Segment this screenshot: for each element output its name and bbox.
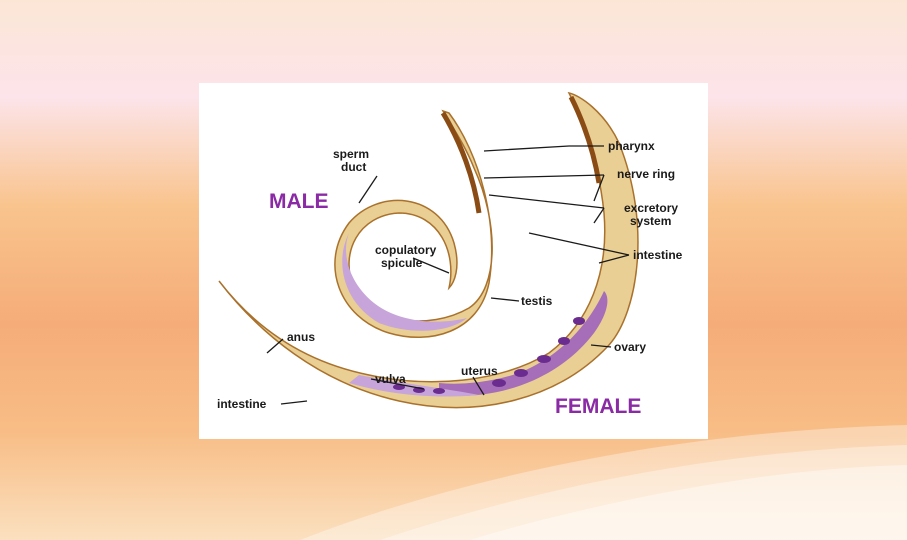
testis-label: testis: [521, 294, 553, 308]
nematode-diagram: MALE FEMALE sperm duct copulatory spicul…: [199, 83, 708, 439]
uterus-label: uterus: [461, 364, 498, 378]
excretory-system-label-line2: system: [630, 214, 671, 228]
intestine-upper-label: intestine: [633, 248, 683, 262]
copulatory-spicule-label-line2: spicule: [381, 256, 423, 270]
anus-label: anus: [287, 330, 315, 344]
vulva-label: vulva: [375, 372, 406, 386]
male-worm: [335, 111, 492, 337]
female-label: FEMALE: [555, 395, 641, 418]
sperm-duct-label-line2: duct: [341, 160, 366, 174]
intestine-lower-label: intestine: [217, 397, 267, 411]
pharynx-label: pharynx: [608, 139, 655, 153]
copulatory-spicule-label-line1: copulatory: [375, 243, 437, 257]
excretory-system-label-line1: excretory: [624, 201, 678, 215]
ovary-label: ovary: [614, 340, 646, 354]
nematode-anatomy-figure: MALE FEMALE sperm duct copulatory spicul…: [199, 83, 708, 439]
sperm-duct-label-line1: sperm: [333, 147, 369, 161]
male-label: MALE: [269, 190, 329, 213]
nerve-ring-label: nerve ring: [617, 167, 675, 181]
